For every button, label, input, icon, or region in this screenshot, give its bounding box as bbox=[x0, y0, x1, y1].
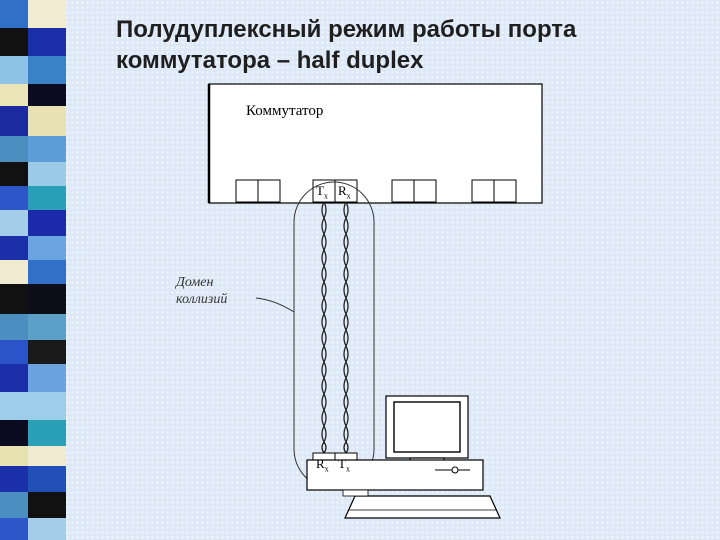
slide-title: Полудуплексный режим работы порта коммут… bbox=[116, 14, 706, 76]
title-line-2: коммутатора – half duplex bbox=[116, 47, 424, 74]
collision-domain-label: Домен коллизий bbox=[176, 274, 256, 308]
switch-port-tx-label: Tx bbox=[316, 183, 328, 201]
pc-port-tx-label: Tx bbox=[338, 456, 350, 474]
collision-domain-oval bbox=[293, 181, 375, 490]
switch-port-3 bbox=[391, 179, 437, 203]
switch-label: Коммутатор bbox=[246, 103, 324, 119]
cable-right-pair bbox=[343, 201, 349, 454]
collision-domain-leader bbox=[255, 297, 295, 313]
switch-port-rx-label: Rx bbox=[338, 183, 351, 201]
pc-port-rx-label: Rx bbox=[316, 456, 329, 474]
cable-strand-2 bbox=[343, 201, 349, 454]
title-line-1: Полудуплексный режим работы порта bbox=[116, 16, 577, 43]
switch-port-1 bbox=[235, 179, 281, 203]
cable-strand-2 bbox=[321, 201, 327, 454]
cable-left-pair bbox=[321, 201, 327, 454]
collision-domain-label-line-1: Домен bbox=[176, 275, 214, 290]
computer-icon bbox=[306, 395, 501, 519]
collision-domain-label-line-2: коллизий bbox=[176, 292, 228, 307]
decorative-sidebar bbox=[0, 0, 84, 540]
switch-port-4 bbox=[471, 179, 517, 203]
